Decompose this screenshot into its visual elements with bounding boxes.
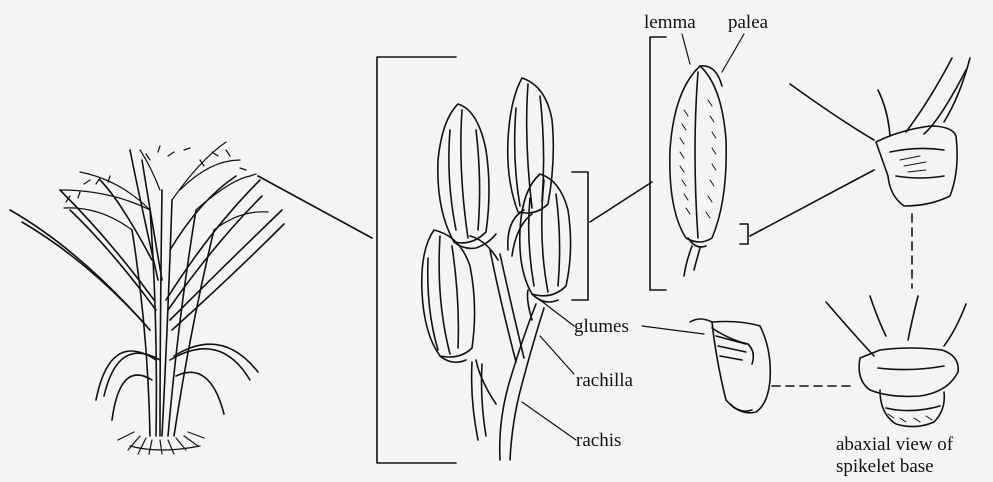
leader-lines [522,34,744,440]
spikelet-bracket [572,172,588,300]
glumes-leader-to-branch [540,300,574,326]
plant-roots [118,432,204,454]
lemma-veins [680,100,716,218]
panicle-branch-bracket [377,57,456,463]
spikelet-lower-left [422,230,475,362]
plant-stems [132,190,214,436]
rachis-leader-line [522,402,576,440]
label-lemma: lemma [644,12,696,33]
glumes-leader-to-detail [642,326,704,334]
rachilla-leader-line [540,336,574,374]
rice-plant [10,142,284,454]
label-abaxial-line2: spikelet base [836,456,934,477]
spikelet-base-abaxial [826,296,966,427]
plant-panicles [60,142,268,230]
spikelet-to-enlarged-connector [590,182,652,222]
lemma-leader-line [682,34,690,64]
base-to-enlarged-connector [750,170,874,236]
label-abaxial-line1: abaxial view of [836,434,954,455]
enlarged-spikelet [670,66,726,276]
enlarged-spikelet-bracket [650,37,666,290]
spikelet-middle-right [520,174,571,302]
palea-leader-line [722,34,744,72]
glumes-detail [690,319,770,413]
plant-to-branch-connector [258,176,372,238]
diagram-labels: lemma palea glumes rachilla rachis abaxi… [574,12,954,477]
branch-rachis [470,210,544,460]
spikelet-top-left [438,104,496,248]
spikelet-top-right [508,78,554,213]
label-glumes: glumes [574,316,629,337]
spikelet-base-lateral [790,58,970,206]
panicle-branch [422,78,571,460]
label-palea: palea [728,12,769,33]
base-bracket [740,224,748,244]
label-rachilla: rachilla [576,370,634,391]
plant-leaves [10,150,284,420]
label-rachis: rachis [576,430,621,451]
